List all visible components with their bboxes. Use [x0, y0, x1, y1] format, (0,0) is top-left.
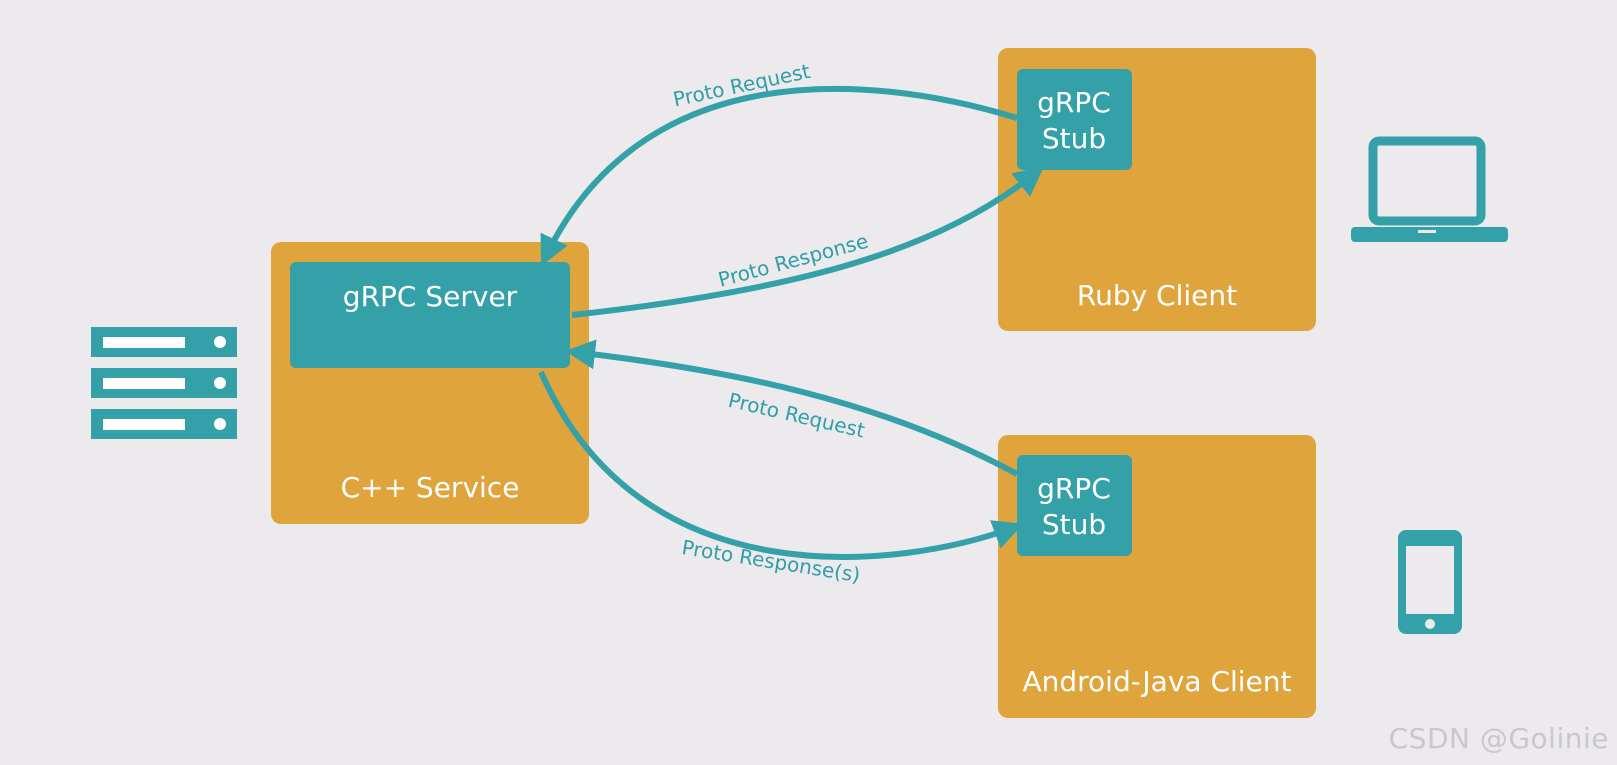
ruby-stub-line2: Stub: [1042, 122, 1106, 155]
watermark-text: CSDN @Golinie: [1388, 722, 1609, 755]
ruby-stub-line1: gRPC: [1037, 86, 1111, 119]
label-android-request: Proto Request: [726, 388, 867, 443]
cpp-service-label: C++ Service: [341, 471, 520, 504]
android-stub-line1: gRPC: [1037, 472, 1111, 505]
server-rack-icon: [91, 327, 237, 439]
android-client-label: Android-Java Client: [1022, 665, 1291, 698]
arrow-android-response: [538, 370, 1024, 560]
grpc-server-label: gRPC Server: [343, 280, 518, 313]
ruby-client-label: Ruby Client: [1077, 279, 1237, 312]
cpp-service-node: gRPC Server C++ Service: [271, 242, 589, 524]
android-client-node: gRPC Stub Android-Java Client: [998, 435, 1316, 718]
arrow-ruby-request: [540, 85, 1018, 267]
grpc-server-box: [290, 262, 570, 368]
laptop-icon: [1351, 136, 1508, 242]
ruby-client-node: gRPC Stub Ruby Client: [998, 48, 1316, 331]
ruby-grpc-stub-box: [1017, 69, 1132, 170]
label-ruby-request: Proto Request: [671, 59, 813, 111]
label-android-response: Proto Response(s): [680, 535, 862, 587]
android-grpc-stub-box: [1017, 455, 1132, 556]
arrow-ruby-response: [571, 166, 1045, 318]
smartphone-icon: [1398, 530, 1462, 634]
arrow-android-request: [565, 339, 1019, 477]
android-stub-line2: Stub: [1042, 508, 1106, 541]
